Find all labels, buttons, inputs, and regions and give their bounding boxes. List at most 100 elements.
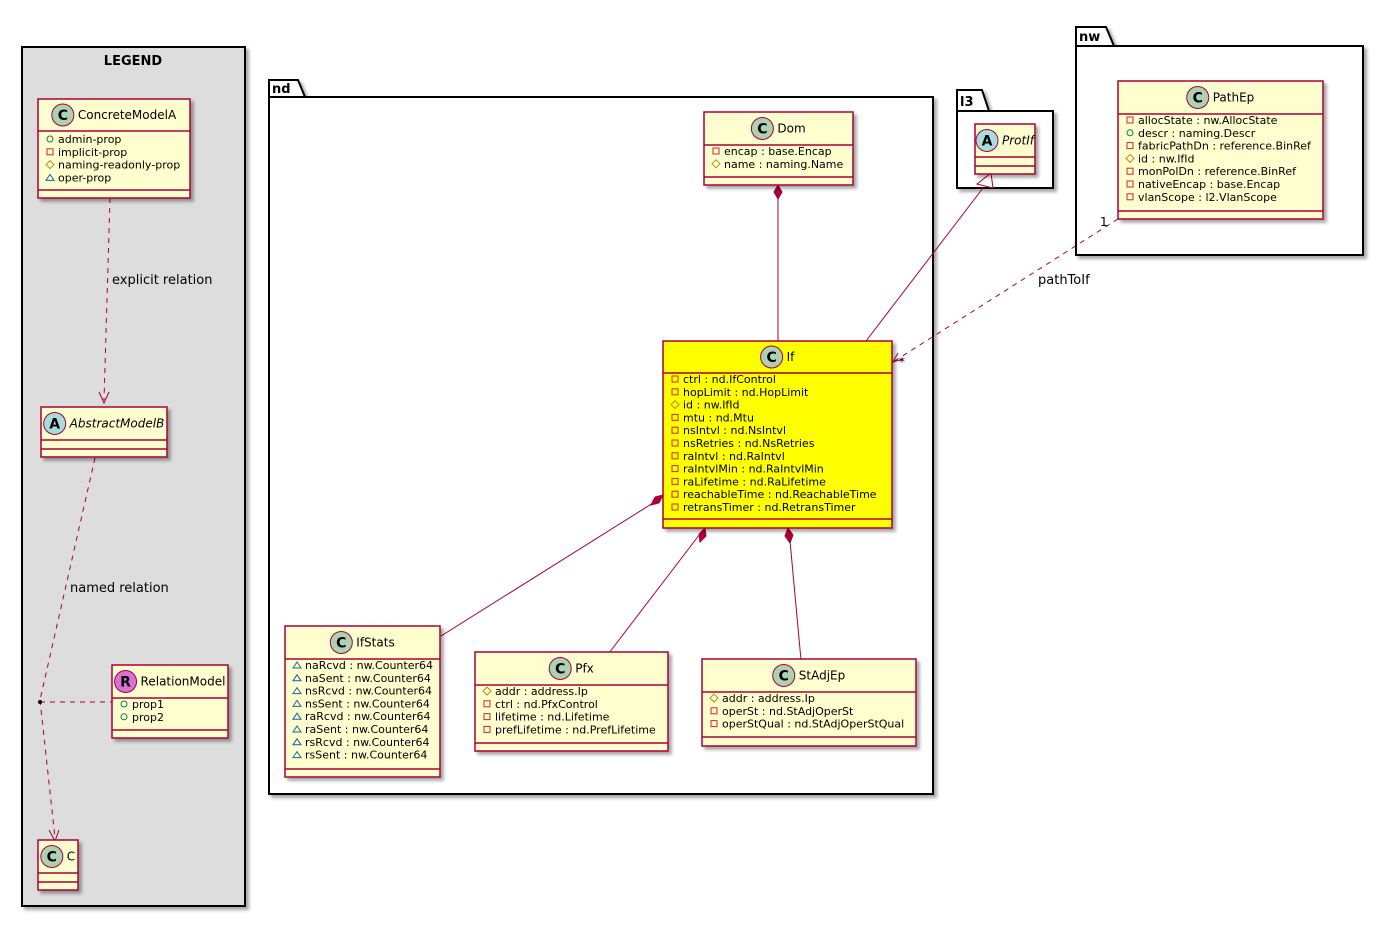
class-relation-model-stereotype-icon xyxy=(114,670,138,693)
private-visibility-icon xyxy=(671,375,679,383)
class-pathep-attribute: vlanScope : l2.VlanScope xyxy=(1138,191,1277,204)
class-if-attribute: raIntvlMin : nd.RaIntvlMin xyxy=(683,463,824,476)
class-pathep-stereotype-icon xyxy=(1186,86,1210,109)
pathtoif-arrowhead xyxy=(891,352,904,363)
protected-visibility-icon xyxy=(711,159,721,169)
package-nd: nd xyxy=(268,79,934,795)
class-abstract-model-b-name: AbstractModelB xyxy=(69,417,165,431)
pathtoif-source-multiplicity: 1 xyxy=(1100,215,1108,229)
class-ifstats-name: IfStats xyxy=(356,636,394,650)
class-legend-c-stereotype-icon xyxy=(40,845,64,868)
explicit-relation-line xyxy=(103,197,111,401)
class-if-attribute: raIntvl : nd.RaIntvl xyxy=(683,450,785,463)
class-ifstats-attribute: rsRcvd : nw.Counter64 xyxy=(305,736,430,749)
protected-visibility-icon xyxy=(45,159,55,170)
class-pfx-attribute: ctrl : nd.PfxControl xyxy=(495,698,598,711)
class-relation-model-stereotype-letter: R xyxy=(120,675,131,691)
class-pathep-name: PathEp xyxy=(1213,91,1255,105)
package-visibility-icon xyxy=(292,737,302,746)
private-visibility-icon xyxy=(483,700,491,708)
package-l3-label: l3 xyxy=(960,95,974,110)
class-pfx-name: Pfx xyxy=(575,662,594,676)
class-stadjep-attribute: addr : address.Ip xyxy=(722,692,815,705)
class-if-attribute: ctrl : nd.IfControl xyxy=(683,373,776,386)
class-dom-stereotype-letter: C xyxy=(757,122,767,138)
class-protif-stereotype-letter: A xyxy=(982,134,993,150)
class-ifstats-attribute: raRcvd : nw.Counter64 xyxy=(305,710,431,723)
protif-generalization-triangle xyxy=(975,172,994,189)
class-dom-stereotype-icon xyxy=(750,117,774,140)
class-pathep-attribute: nativeEncap : base.Encap xyxy=(1138,178,1280,191)
class-dom-box xyxy=(703,111,854,186)
if-protif-generalization xyxy=(865,187,984,342)
private-visibility-icon xyxy=(710,720,718,728)
class-if-attribute: hopLimit : nd.HopLimit xyxy=(683,386,809,399)
class-stadjep-attribute: operStQual : nd.StAdjOperStQual xyxy=(722,718,904,731)
private-visibility-icon xyxy=(1126,167,1134,175)
package-visibility-icon xyxy=(45,173,55,181)
class-stadjep-stereotype-icon xyxy=(772,664,796,687)
pathtoif-label: pathToIf xyxy=(1038,273,1090,288)
class-pathep-attribute: descr : naming.Descr xyxy=(1138,127,1256,140)
package-visibility-icon xyxy=(292,725,302,733)
private-visibility-icon xyxy=(671,503,679,511)
protected-visibility-icon xyxy=(709,693,719,703)
private-visibility-icon xyxy=(1126,180,1134,188)
explicit-relation-arrowhead xyxy=(98,391,110,405)
class-stadjep-box xyxy=(701,658,917,747)
protected-visibility-icon xyxy=(670,399,680,410)
class-dom-attribute: encap : base.Encap xyxy=(724,145,832,158)
class-if-stereotype-icon xyxy=(760,345,784,369)
protected-visibility-icon xyxy=(482,686,492,696)
class-legend-c-stereotype-letter: C xyxy=(47,850,57,866)
class-concrete-model-a-attribute: implicit-prop xyxy=(58,146,127,159)
public-visibility-icon xyxy=(120,700,128,708)
class-relation-model-attribute: prop1 xyxy=(132,698,164,711)
class-concrete-model-a-attribute: naming-readonly-prop xyxy=(58,159,180,172)
class-abstract-model-b-stereotype-icon xyxy=(43,412,67,435)
protected-visibility-icon xyxy=(1125,153,1135,164)
class-stadjep-stereotype-letter: C xyxy=(779,669,789,685)
private-visibility-icon xyxy=(1126,193,1134,201)
class-abstract-model-b-stereotype-letter: A xyxy=(49,417,60,433)
package-nd-label: nd xyxy=(272,82,291,97)
pathtoif-relation-line xyxy=(892,218,1119,363)
if-pfx-diamond xyxy=(698,526,707,544)
package-visibility-icon xyxy=(292,699,302,707)
if-ifstats-composition xyxy=(440,497,662,637)
class-relation-model-attribute: prop2 xyxy=(132,711,164,724)
public-visibility-icon xyxy=(1126,129,1134,137)
class-ifstats-attribute: nsRcvd : nw.Counter64 xyxy=(305,685,432,698)
private-visibility-icon xyxy=(671,388,679,396)
package-visibility-icon xyxy=(292,750,302,759)
class-if-attribute: id : nw.IfId xyxy=(683,399,740,412)
class-pathep-box xyxy=(1117,80,1324,220)
package-visibility-icon xyxy=(292,712,302,720)
if-stadjep-diamond xyxy=(784,526,794,545)
relation-labels: explicit relation named relation pathToI… xyxy=(70,215,1108,596)
class-if-box xyxy=(662,340,893,529)
private-visibility-icon xyxy=(671,477,679,485)
class-ifstats-attribute: nsSent : nw.Counter64 xyxy=(305,697,430,710)
named-relation-line-bottom xyxy=(39,699,56,839)
class-ifstats-attribute: raSent : nw.Counter64 xyxy=(305,723,428,736)
if-ifstats-diamond xyxy=(650,494,664,506)
pathtoif-target-multiplicity: * xyxy=(899,355,905,369)
class-if-attribute: retransTimer : nd.RetransTimer xyxy=(683,501,856,514)
class-ifstats-attribute: naRcvd : nw.Counter64 xyxy=(305,659,433,672)
private-visibility-icon xyxy=(1126,116,1134,124)
private-visibility-icon xyxy=(483,713,491,721)
private-visibility-icon xyxy=(671,465,679,473)
class-ifstats-box xyxy=(284,625,441,778)
class-pathep-attribute: allocState : nw.AllocState xyxy=(1138,114,1278,127)
relation-lines xyxy=(39,187,1119,843)
private-visibility-icon xyxy=(46,148,54,156)
class-abstract-model-b: A AbstractModelB xyxy=(40,406,168,458)
